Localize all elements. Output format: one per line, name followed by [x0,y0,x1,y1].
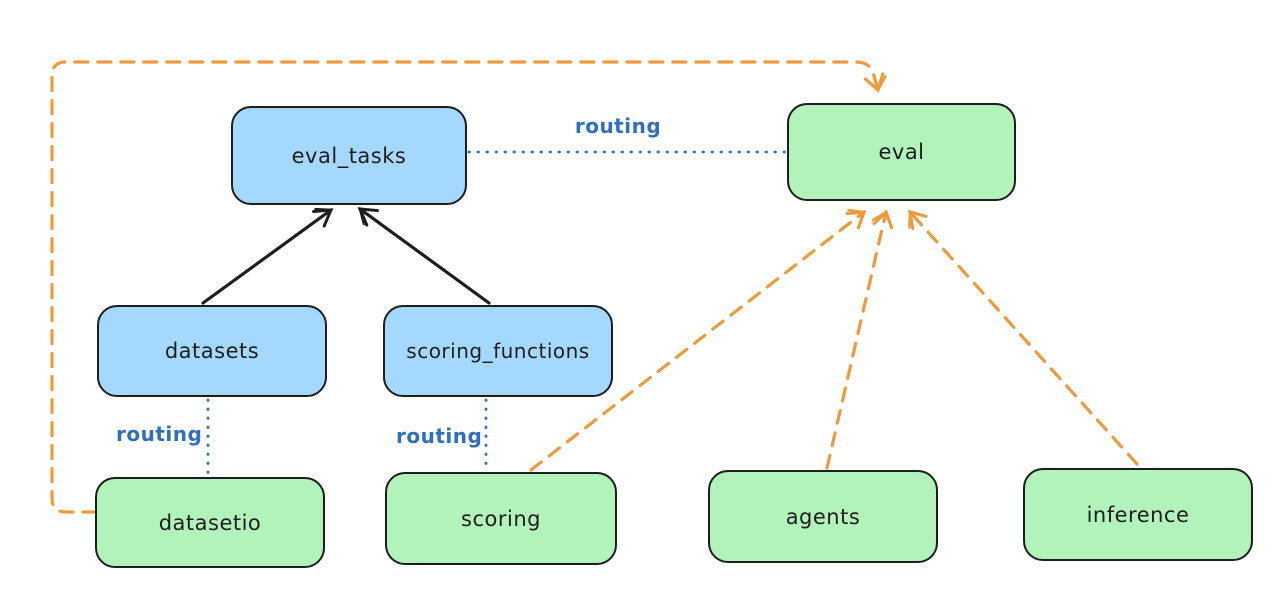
node-inference: inference [1023,468,1253,561]
edge-datasetio-to-eval-loop [50,60,887,514]
node-eval: eval [787,103,1016,201]
node-scoring-label: scoring [461,506,541,531]
node-datasetio-label: datasetio [158,510,262,535]
edge-scoring-to-eval [529,208,867,472]
edge-inference-to-eval [907,209,1139,466]
node-agents: agents [708,470,938,563]
routing-label-datasets-datasetio: routing [116,422,203,446]
node-datasets-label: datasets [164,339,260,363]
node-agents-label: agents [785,504,861,529]
edge-datasets-to-eval_tasks [201,207,334,305]
node-scoring: scoring [385,472,617,565]
node-scoring-functions: scoring_functions [383,305,613,397]
node-inference-label: inference [1086,502,1190,527]
node-scoring-functions-label: scoring_functions [406,339,590,363]
routing-label-scoring-functions-scoring: routing [396,424,483,448]
edge-agents-to-eval [825,209,894,470]
routing-label-eval-tasks-eval: routing [574,114,662,138]
node-eval-label: eval [878,140,925,164]
node-eval-tasks: eval_tasks [231,106,467,205]
node-datasetio: datasetio [95,477,325,568]
node-datasets: datasets [97,305,327,397]
edge-scoring_functions-to-eval_tasks [357,207,491,305]
node-eval-tasks-label: eval_tasks [291,143,407,168]
